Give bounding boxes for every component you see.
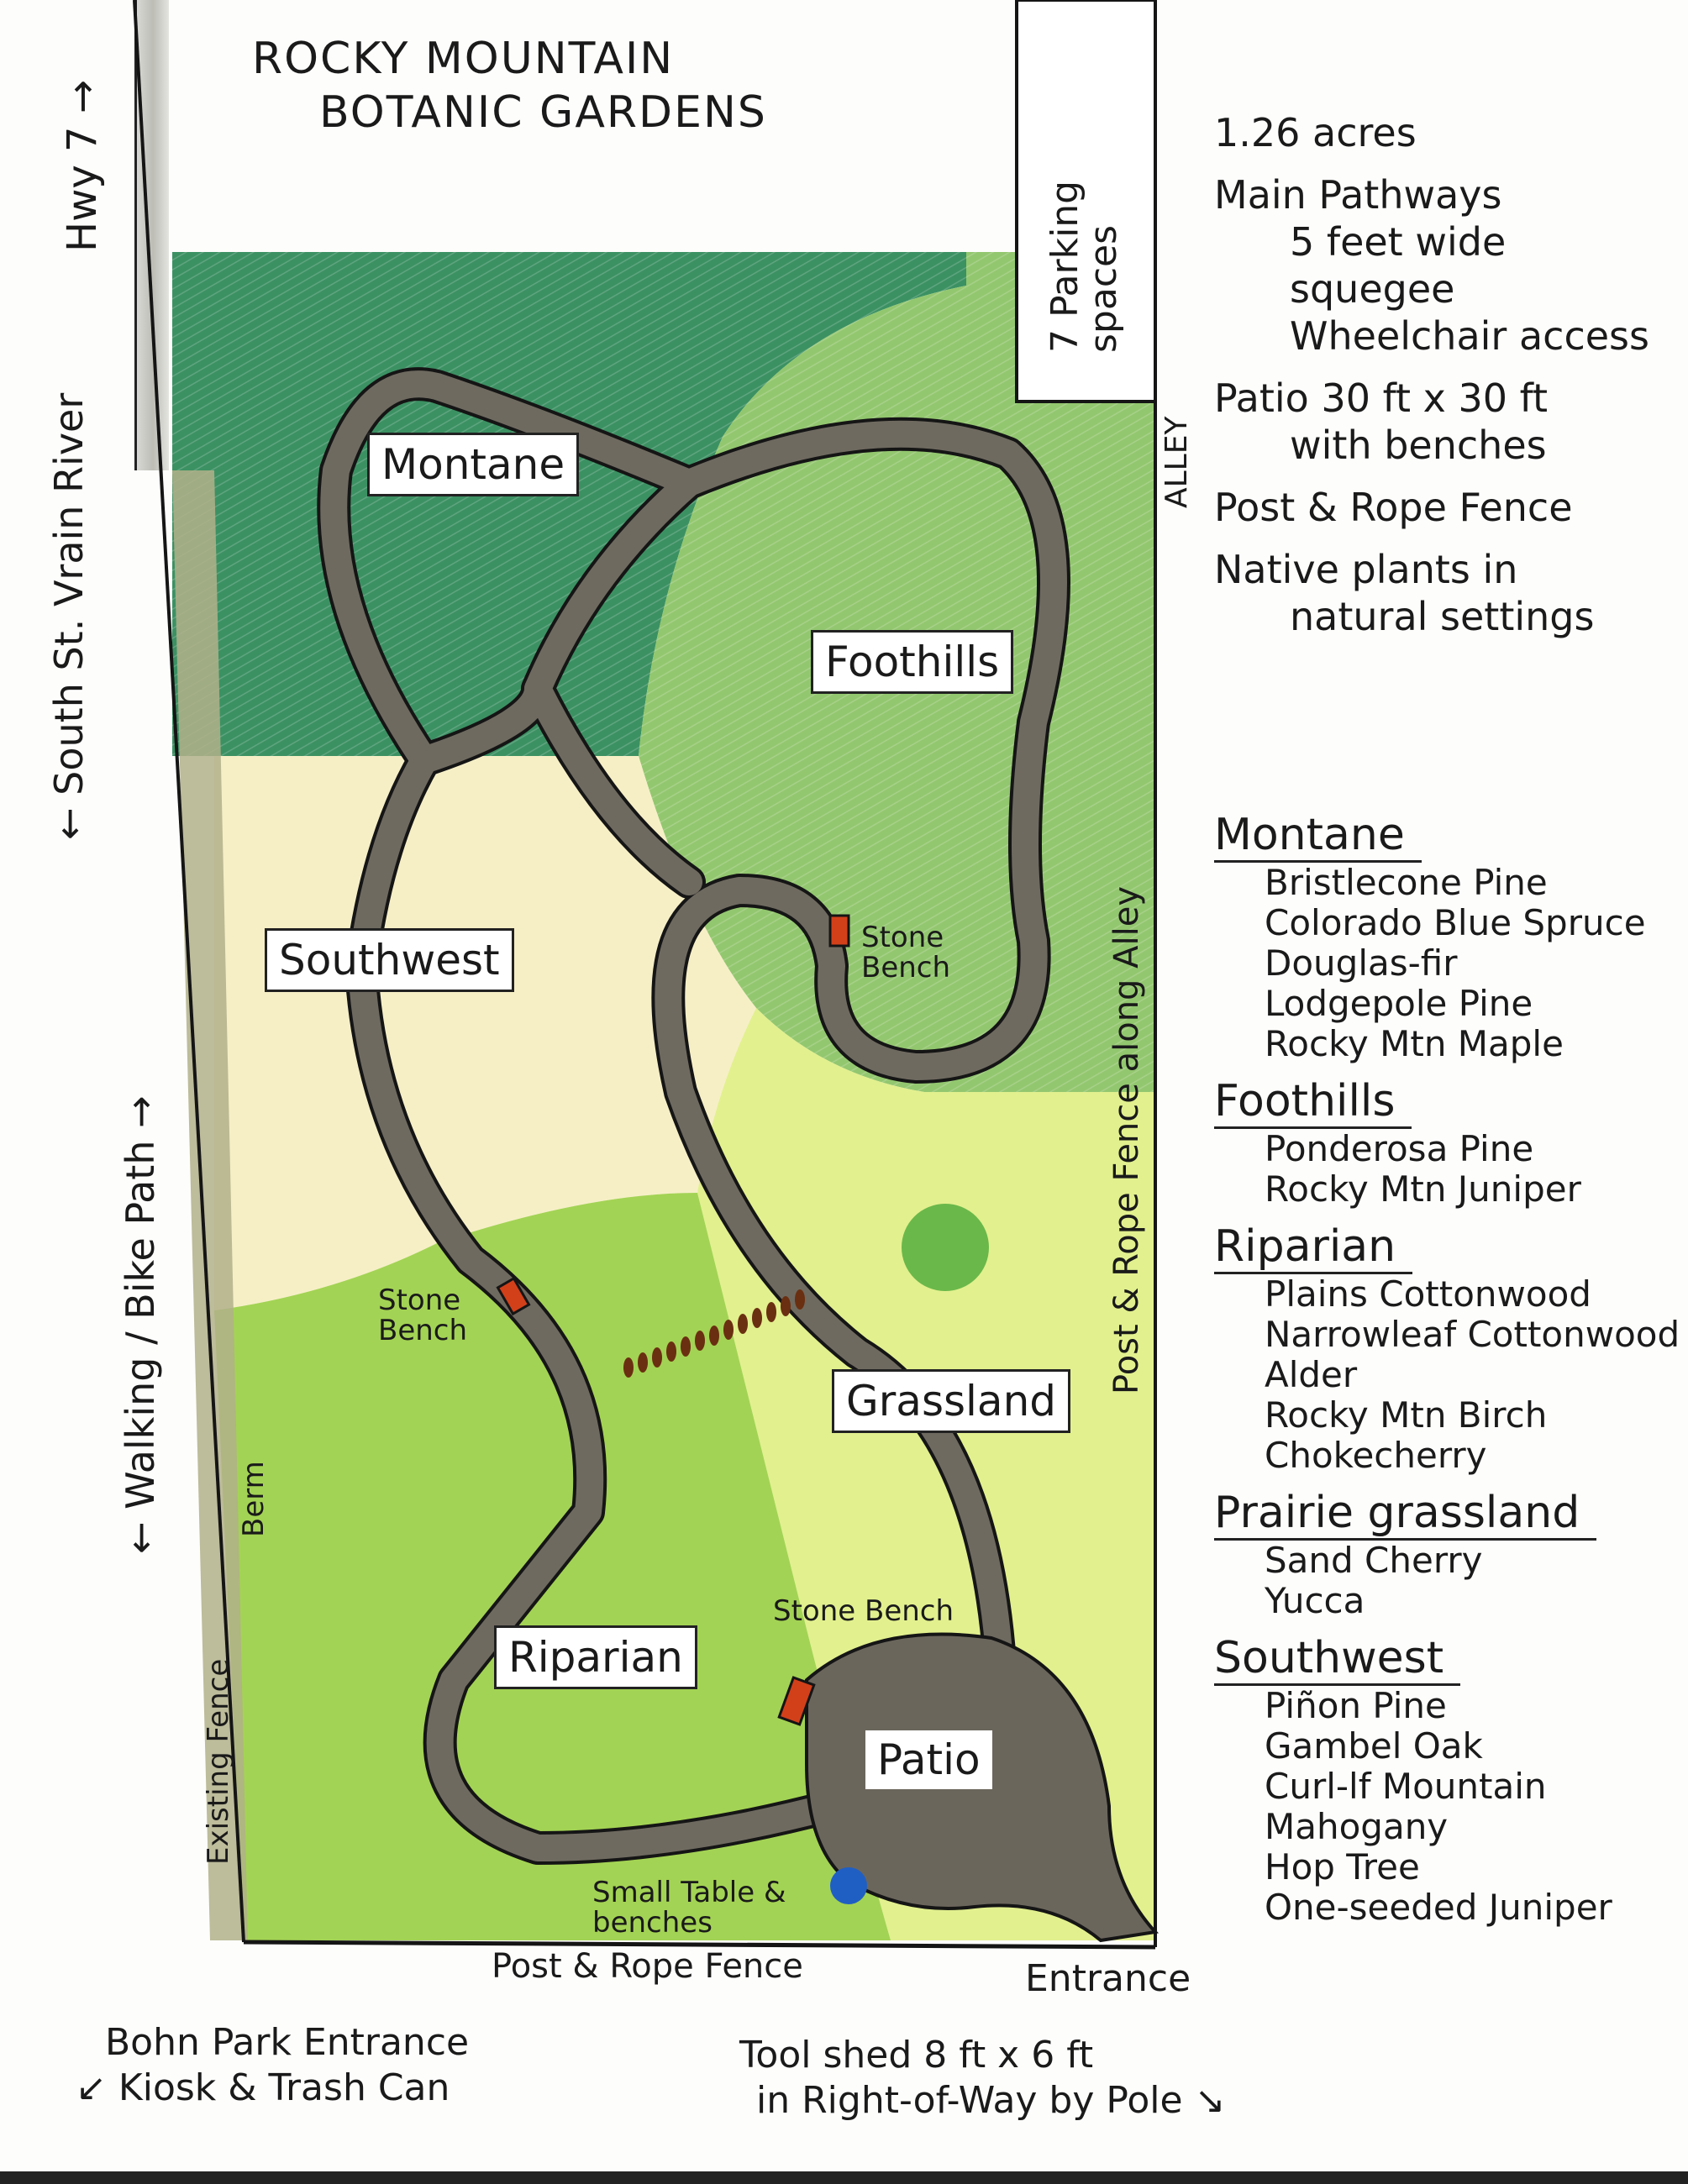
page-edge	[0, 2171, 1688, 2184]
berm	[172, 470, 248, 1940]
parking-area	[1015, 0, 1157, 403]
tree-icon	[902, 1204, 989, 1291]
acres-note: 1.26 acres	[1214, 110, 1417, 155]
pathways-note: Main Pathways 5 feet wide squegee Wheelc…	[1214, 172, 1649, 359]
zone-label-southwest: Southwest	[265, 928, 514, 992]
kiosk-note: Bohn Park Entrance ↙ Kiosk & Trash Can	[76, 2021, 470, 2109]
stone-bench-icon	[496, 1276, 531, 1316]
plant-section-southwest: Southwest Piñon Pine Gambel Oak Curl-lf …	[1214, 1633, 1612, 1928]
alley-label: ALLEY	[1160, 416, 1194, 508]
small-table-label: Small Table & benches	[592, 1876, 786, 1940]
native-note: Native plants in natural settings	[1214, 547, 1595, 639]
stone-bench-label: Stone Bench	[861, 921, 951, 984]
tool-shed-note: Tool shed 8 ft x 6 ft in Right-of-Way by…	[739, 2034, 1226, 2122]
plant-section-foothills: Foothills Ponderosa Pine Rocky Mtn Junip…	[1214, 1076, 1581, 1210]
arrow-down-right-icon: ↘	[1194, 2079, 1226, 2122]
plant-section-montane: Montane Bristlecone Pine Colorado Blue S…	[1214, 810, 1646, 1064]
hwy-label: Hwy 7 →	[59, 79, 106, 252]
zone-label-grassland: Grassland	[832, 1369, 1070, 1433]
parking-label: 7 Parking spaces	[1044, 180, 1125, 353]
plant-lists: Montane Bristlecone Pine Colorado Blue S…	[1214, 798, 1685, 1928]
arrow-down-left-icon: ↙	[76, 2066, 107, 2109]
zone-label-foothills: Foothills	[811, 630, 1014, 694]
table-icon	[830, 1867, 867, 1904]
plant-section-riparian: Riparian Plains Cottonwood Narrowleaf Co…	[1214, 1221, 1680, 1476]
walk-bike-path-label: ← Walking / Bike Path →	[118, 1095, 163, 1554]
garden-notes: 1.26 acres Main Pathways 5 feet wide squ…	[1214, 109, 1685, 655]
fence-along-alley-label: Post & Rope Fence along Alley	[1107, 885, 1146, 1394]
fence-note: Post & Rope Fence	[1214, 485, 1573, 530]
stone-bench-icon	[828, 914, 850, 948]
berm-label: Berm	[237, 1461, 271, 1537]
bottom-fence-label: Post & Rope Fence	[492, 1947, 803, 1986]
title-line-2: BOTANIC GARDENS	[319, 87, 767, 138]
entrance-label: Entrance	[1025, 1957, 1191, 2000]
stone-bench-label: Stone Bench	[773, 1594, 954, 1628]
map-title: ROCKY MOUNTAIN BOTANIC GARDENS	[252, 32, 767, 139]
stone-bench-icon	[777, 1676, 816, 1726]
patio-note: Patio 30 ft x 30 ft with benches	[1214, 375, 1549, 468]
zone-southwest	[214, 756, 756, 1310]
zone-label-riparian: Riparian	[494, 1625, 697, 1689]
existing-fence-label: Existing Fence	[202, 1658, 235, 1865]
plant-section-grassland: Prairie grassland Sand Cherry Yucca	[1214, 1476, 1685, 1621]
stone-bench-label: Stone Bench	[378, 1284, 468, 1347]
zone-label-patio: Patio	[865, 1730, 992, 1789]
rope-fence	[623, 1289, 805, 1378]
river-label: ← South St. Vrain River	[46, 392, 92, 840]
zone-label-montane: Montane	[367, 433, 580, 496]
title-line-1: ROCKY MOUNTAIN	[252, 34, 675, 84]
